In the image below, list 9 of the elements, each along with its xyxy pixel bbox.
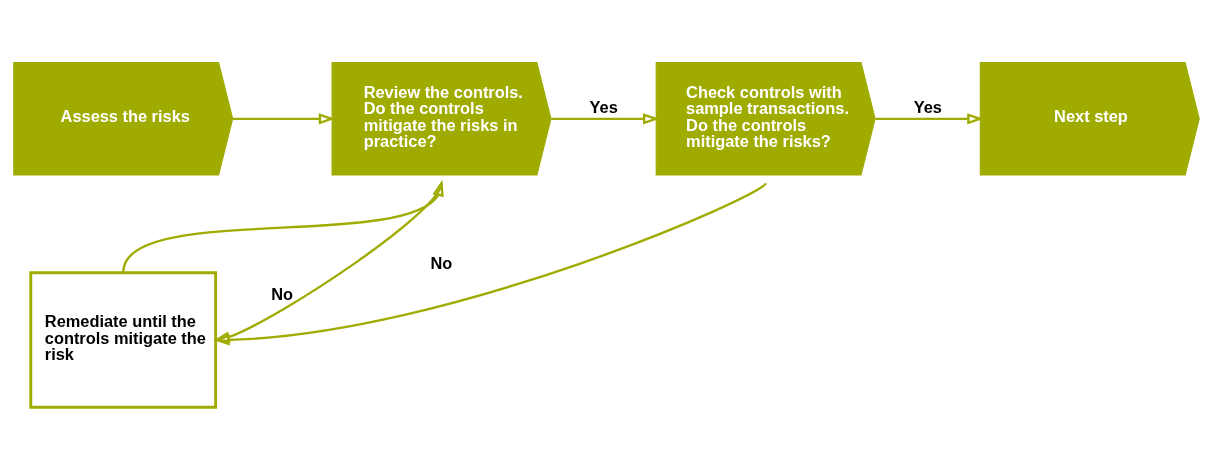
arrow [122, 179, 444, 273]
arrow [213, 182, 767, 346]
arrow [551, 113, 660, 125]
edge-label: No [271, 285, 294, 304]
edge-label: Yes [913, 98, 942, 117]
arrow [232, 113, 336, 125]
node-box: Remediate until the controls mitigate the risk [29, 271, 218, 409]
edge-label: Yes [589, 98, 618, 117]
edge-label: No [430, 253, 453, 272]
